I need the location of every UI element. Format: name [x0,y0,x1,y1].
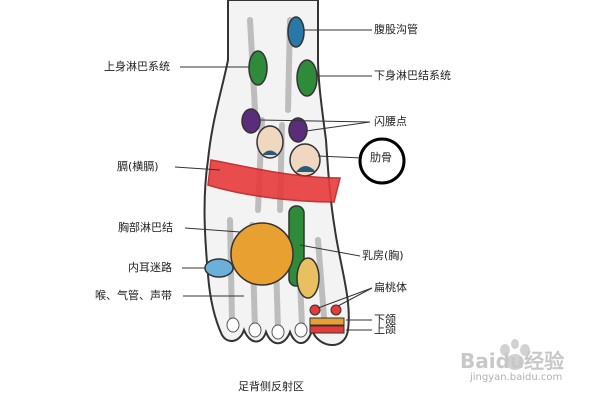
label-inguinal: 腹股沟管 [374,23,418,36]
lumbar-zone-right [288,117,308,143]
watermark-url: jingyan.baidu.com [470,372,563,383]
label-breast: 乳房(胸) [362,249,404,262]
highlight-circle [358,137,406,185]
leader-lines [174,29,373,331]
tonsil-zone [296,257,320,299]
lower-lymph-zone [296,59,318,97]
diagram-caption: 足背侧反射区 [238,380,304,393]
lower-jaw-zone [309,317,345,326]
label-chest-lymph: 胸部淋巴结 [118,221,173,234]
inner-ear-zone [204,258,234,278]
toe-nail [294,322,308,338]
label-tonsils: 扁桃体 [374,281,407,294]
watermark-brand: Baidu经验 [460,349,565,373]
label-ribs: 肋骨 [370,151,392,164]
label-upper-jaw: 上颌 [374,323,396,336]
label-upper-lymph: 上身淋巴系统 [104,60,170,73]
upper-jaw-zone [309,325,345,334]
chest-lymph-zone [230,222,294,286]
label-throat: 喉、气管、声带 [95,289,172,302]
rib-zone-shade [262,150,278,155]
label-lower-jaw: 下颌 [374,313,396,326]
rib-zone-shade [296,166,316,172]
label-lumbar-point: 闪腰点 [374,115,407,128]
diaphragm-band [207,159,341,203]
inguinal-zone [287,16,305,48]
toe-nail [271,324,285,340]
lumbar-zone-left [241,108,261,134]
tonsil-dot [330,304,342,316]
label-diaphragm: 膈(横膈) [117,160,159,173]
label-lower-lymph: 下身淋巴结系统 [374,69,451,82]
toe-nail [226,317,240,333]
rib-zone-left [256,125,284,159]
baidu-paw-icon [500,339,530,370]
toe-nail [248,322,262,338]
label-inner-ear: 内耳迷路 [128,261,172,274]
upper-lymph-zone [248,50,268,86]
tonsil-dot [309,304,321,316]
